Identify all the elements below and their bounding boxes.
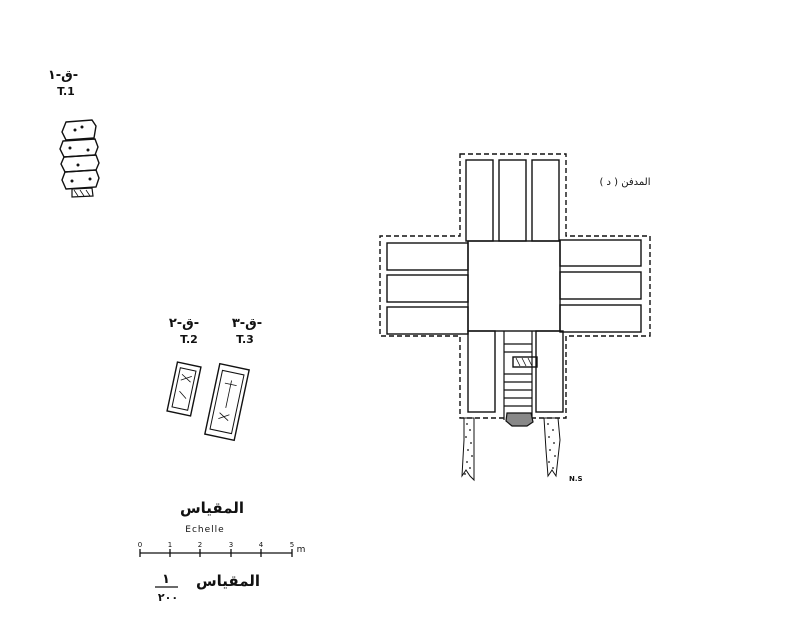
south-graves bbox=[467, 330, 564, 413]
tomb-t2-arabic-label: ق-٢- bbox=[169, 316, 199, 331]
tomb-t1: ق-١- T.1 bbox=[48, 68, 100, 198]
scale-unit: m bbox=[297, 545, 306, 555]
tomb-t2-outline bbox=[166, 361, 202, 417]
scale-ratio-numerator: ١ bbox=[162, 572, 170, 587]
tomb-t1-stones bbox=[59, 119, 100, 198]
tomb-t3-latin-label: T.3 bbox=[236, 333, 254, 346]
scale-tick-3: 3 bbox=[229, 541, 233, 549]
stippled-walls bbox=[461, 417, 561, 482]
scale-latin-title: Echelle bbox=[185, 525, 224, 535]
scale-arabic-title: المقياس bbox=[180, 499, 244, 517]
scale-tick-1: 1 bbox=[168, 541, 172, 549]
scale-tick-5: 5 bbox=[290, 541, 294, 549]
scale-ratio-label: المقياس bbox=[196, 572, 260, 590]
scale-bar: المقياس Echelle 0 1 2 3 4 5 m المقياس ١ … bbox=[138, 499, 306, 604]
scale-tick-2: 2 bbox=[198, 541, 202, 549]
tomb-t3-arabic-label: ق-٣- bbox=[232, 316, 262, 331]
central-chamber bbox=[467, 240, 561, 332]
tomb-t2: ق-٢- T.2 bbox=[166, 316, 202, 417]
tomb-t1-arabic-label: ق-١- bbox=[48, 68, 78, 83]
cemetery-outline bbox=[379, 153, 651, 419]
scale-line bbox=[139, 549, 293, 557]
scale-ratio-denominator: ٢٠٠ bbox=[158, 591, 178, 604]
east-graves bbox=[559, 239, 642, 333]
cemetery-label: المدفن ( د ) bbox=[599, 177, 650, 188]
scale-tick-4: 4 bbox=[259, 541, 264, 549]
tomb-t1-latin-label: T.1 bbox=[57, 85, 75, 98]
tomb-t3: ق-٣- T.3 bbox=[204, 316, 262, 442]
scale-tick-0: 0 bbox=[138, 541, 142, 549]
west-graves bbox=[386, 242, 469, 335]
north-graves bbox=[465, 159, 560, 242]
stairway bbox=[503, 331, 538, 427]
cemetery-plan: المدفن ( د ) N.S bbox=[379, 153, 651, 483]
tomb-t2-latin-label: T.2 bbox=[180, 333, 198, 346]
tomb-t3-outline bbox=[204, 362, 250, 442]
north-label: N.S bbox=[569, 475, 583, 483]
